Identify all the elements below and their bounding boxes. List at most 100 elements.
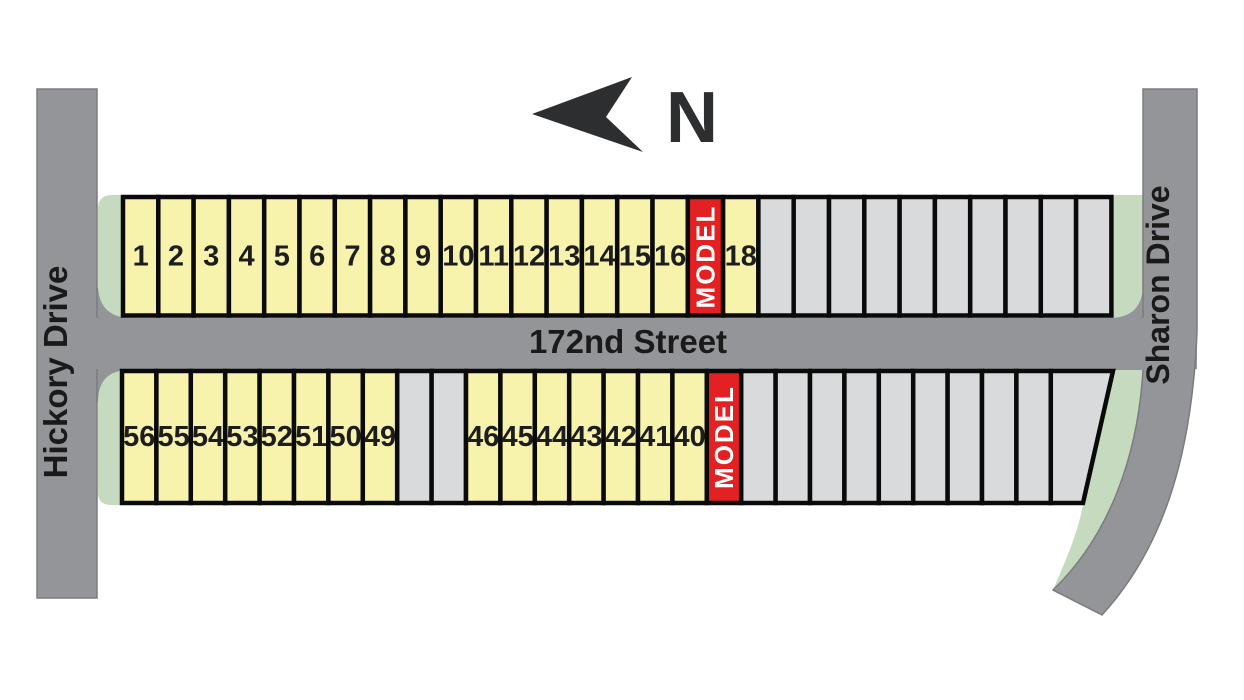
lot-unlabeled[interactable] — [1073, 194, 1114, 318]
lot-shape[interactable] — [1073, 194, 1114, 318]
lot-shape[interactable] — [826, 194, 867, 318]
lot-4-north[interactable]: 4 — [226, 194, 267, 318]
lot-shape[interactable] — [1048, 368, 1116, 506]
lot-54-south[interactable]: 54 — [188, 368, 228, 506]
lot-44-south[interactable]: 44 — [532, 368, 572, 506]
lot-shape[interactable] — [261, 194, 302, 318]
lot-shape[interactable] — [226, 194, 267, 318]
lot-unlabeled[interactable] — [1014, 368, 1054, 506]
lot-shape[interactable] — [222, 368, 262, 506]
lot-shape[interactable] — [154, 368, 194, 506]
lot-56-south[interactable]: 56 — [119, 368, 159, 506]
lot-shape[interactable] — [842, 368, 882, 506]
lot-51-south[interactable]: 51 — [291, 368, 331, 506]
lot-shape[interactable] — [257, 368, 297, 506]
lot-unlabeled[interactable] — [756, 194, 796, 318]
lot-shape[interactable] — [807, 368, 847, 506]
lot-55-south[interactable]: 55 — [154, 368, 194, 506]
lot-5-north[interactable]: 5 — [261, 194, 302, 318]
lot-46-south[interactable]: 46 — [463, 368, 503, 506]
lot-unlabeled[interactable] — [842, 368, 882, 506]
lot-shape[interactable] — [463, 368, 503, 506]
lot-shape[interactable] — [862, 194, 902, 318]
lot-unlabeled[interactable] — [429, 368, 469, 506]
lot-shape[interactable] — [1014, 368, 1054, 506]
lot-shape[interactable] — [156, 194, 196, 318]
lot-9-north[interactable]: 9 — [403, 194, 443, 318]
lot-shape[interactable] — [910, 368, 950, 506]
lot-unlabeled[interactable] — [876, 368, 916, 506]
lot-49-south[interactable]: 49 — [360, 368, 400, 506]
lot-40-south[interactable]: 40 — [670, 368, 710, 506]
lot-shape[interactable] — [979, 368, 1019, 506]
lot-unlabeled[interactable] — [967, 194, 1008, 318]
lot-shape[interactable] — [438, 194, 479, 318]
lot-10-north[interactable]: 10 — [438, 194, 479, 318]
lot-2-north[interactable]: 2 — [156, 194, 196, 318]
lot-unlabeled[interactable] — [945, 368, 985, 506]
lot-unlabeled[interactable] — [791, 194, 832, 318]
lot-model-north[interactable]: MODEL — [685, 194, 726, 318]
lot-3-north[interactable]: 3 — [191, 194, 232, 318]
lot-shape[interactable] — [119, 368, 159, 506]
lot-41-south[interactable]: 41 — [635, 368, 675, 506]
lot-unlabeled[interactable] — [862, 194, 902, 318]
lot-shape[interactable] — [367, 194, 408, 318]
lot-42-south[interactable]: 42 — [601, 368, 641, 506]
lot-unlabeled[interactable] — [1038, 194, 1079, 318]
lot-14-north[interactable]: 14 — [579, 194, 620, 318]
lot-shape[interactable] — [704, 368, 744, 506]
lot-shape[interactable] — [403, 194, 443, 318]
lot-label: MODEL — [709, 385, 739, 489]
lot-shape[interactable] — [429, 368, 469, 506]
lot-shape[interactable] — [394, 368, 434, 506]
lot-shape[interactable] — [120, 194, 161, 318]
lot-shape[interactable] — [326, 368, 366, 506]
lot-shape[interactable] — [967, 194, 1008, 318]
lot-8-north[interactable]: 8 — [367, 194, 408, 318]
lot-unlabeled[interactable] — [979, 368, 1019, 506]
lot-unlabeled[interactable] — [932, 194, 973, 318]
lot-53-south[interactable]: 53 — [222, 368, 262, 506]
lot-shape[interactable] — [756, 194, 796, 318]
lot-15-north[interactable]: 15 — [614, 194, 655, 318]
lot-16-north[interactable]: 16 — [650, 194, 691, 318]
lot-11-north[interactable]: 11 — [473, 194, 514, 318]
lot-shape[interactable] — [297, 194, 338, 318]
lot-shape[interactable] — [932, 194, 973, 318]
lot-unlabeled[interactable] — [910, 368, 950, 506]
lot-shape[interactable] — [1038, 194, 1079, 318]
lot-shape[interactable] — [738, 368, 778, 506]
lot-shape[interactable] — [897, 194, 938, 318]
lot-model-south[interactable]: MODEL — [704, 368, 744, 506]
lot-shape[interactable] — [360, 368, 400, 506]
lot-6-north[interactable]: 6 — [297, 194, 338, 318]
lot-unlabeled[interactable] — [826, 194, 867, 318]
lot-13-north[interactable]: 13 — [544, 194, 585, 318]
lot-shape[interactable] — [601, 368, 641, 506]
lot-unlabeled[interactable] — [807, 368, 847, 506]
lot-52-south[interactable]: 52 — [257, 368, 297, 506]
lot-unlabeled[interactable] — [773, 368, 813, 506]
lot-7-north[interactable]: 7 — [332, 194, 373, 318]
lot-shape[interactable] — [876, 368, 916, 506]
lot-1-north[interactable]: 1 — [120, 194, 161, 318]
lot-unlabeled[interactable] — [394, 368, 434, 506]
lot-50-south[interactable]: 50 — [326, 368, 366, 506]
lot-unlabeled[interactable] — [1048, 368, 1116, 506]
lot-shape[interactable] — [1003, 194, 1044, 318]
lot-shape[interactable] — [532, 368, 572, 506]
lot-18-north[interactable]: 18 — [720, 194, 761, 318]
lot-shape[interactable] — [945, 368, 985, 506]
lot-shape[interactable] — [332, 194, 373, 318]
lot-43-south[interactable]: 43 — [566, 368, 606, 506]
lot-shape[interactable] — [635, 368, 675, 506]
lot-45-south[interactable]: 45 — [498, 368, 538, 506]
lot-unlabeled[interactable] — [738, 368, 778, 506]
lot-shape[interactable] — [544, 194, 585, 318]
lot-unlabeled[interactable] — [1003, 194, 1044, 318]
lot-unlabeled[interactable] — [897, 194, 938, 318]
lot-shape[interactable] — [791, 194, 832, 318]
lot-shape[interactable] — [773, 368, 813, 506]
lot-12-north[interactable]: 12 — [509, 194, 549, 318]
